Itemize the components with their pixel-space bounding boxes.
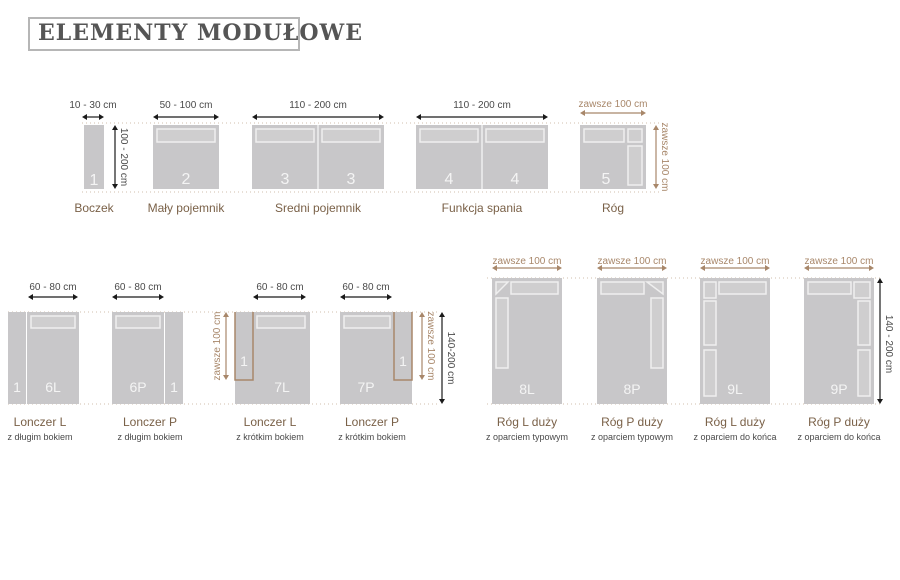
name-9p: Róg P duży [808,415,870,429]
page-title: ELEMENTY MODUŁOWE [38,20,364,46]
cushion-8l-top [510,281,559,295]
name-funkcja: Funkcja spania [442,201,523,215]
num-8l: 8L [519,381,535,397]
dim-sredni: 110 - 200 cm [289,100,347,111]
cushion-rog-top [583,128,625,143]
cushion-funkcja-l [419,128,479,143]
dim-boczek-height: 100 - 200 cm [118,128,129,186]
cushion-8p-side [650,297,664,369]
sub-8l: z oparciem typowym [486,432,568,442]
cushion-maly [156,128,216,143]
cushion-funkcja-r [485,128,545,143]
piece-7p-side-outline [393,312,413,381]
sub-9l: z oparciem do końca [693,432,776,442]
cushion-sredni-l [255,128,315,143]
name-6p: Lonczer P [123,415,177,429]
cushion-8l-side [495,297,509,369]
name-7p: Lonczer P [345,415,399,429]
num-5: 5 [602,171,611,188]
piece-7l-side-outline [234,312,254,381]
num-1: 1 [90,172,99,189]
name-8l: Róg L duży [497,415,557,429]
num-7p-side: 1 [399,353,407,369]
cushion-8l-corner [495,281,510,296]
num-3a: 3 [281,171,290,188]
cushion-9l-corner [703,281,717,299]
dim-7l: 60 - 80 cm [256,282,303,293]
cushion-8p-corner [644,281,664,296]
name-maly: Mały pojemnik [148,201,226,215]
sub-7l: z krótkim bokiem [236,432,304,442]
cushion-rog-corner [627,128,643,143]
sub-9p: z oparciem do końca [797,432,880,442]
num-9p: 9P [830,381,847,397]
num-6l: 6L [45,379,61,395]
sub-6l: z długim bokiem [7,432,72,442]
num-4b: 4 [511,171,520,188]
dim-boczek: 10 - 30 cm [69,100,116,111]
num-8p: 8P [623,381,640,397]
num-7l: 7L [274,379,290,395]
cushion-9p-side1 [857,300,871,346]
dim-8p: zawsze 100 cm [598,256,667,267]
sub-8p: z oparciem typowym [591,432,673,442]
dim-7p-total: 140-200 cm [445,332,456,385]
num-3b: 3 [347,171,356,188]
dim-rog-height: zawsze 100 cm [659,123,670,192]
name-rog: Róg [602,201,624,215]
dim-7l-height: zawsze 100 cm [212,312,223,381]
cushion-9p-corner [853,281,871,299]
name-6l: Lonczer L [14,415,67,429]
dim-6p: 60 - 80 cm [114,282,161,293]
dim-9p-height: 140 - 200 cm [883,315,894,373]
name-8p: Róg P duży [601,415,663,429]
title-frame [28,17,300,51]
cushion-6l [30,315,76,329]
cushion-rog-side [627,145,643,186]
num-4a: 4 [445,171,454,188]
dim-9l: zawsze 100 cm [701,256,770,267]
cushion-9p-top [807,281,852,295]
dim-6l: 60 - 80 cm [29,282,76,293]
name-9l: Róg L duży [705,415,765,429]
num-6p: 6P [129,379,146,395]
cushion-9p-side2 [857,349,871,397]
num-6p-side: 1 [170,379,178,395]
sub-6p: z długim bokiem [117,432,182,442]
cushion-sredni-r [321,128,381,143]
dim-maly: 50 - 100 cm [160,100,213,111]
cushion-7p [343,315,391,329]
num-7p: 7P [357,379,374,395]
dim-8l: zawsze 100 cm [493,256,562,267]
cushion-6p [115,315,161,329]
arrow-boczek-heads [82,114,104,120]
num-2: 2 [182,171,191,188]
cushion-7l [256,315,306,329]
cushion-9l-top [718,281,767,295]
num-7l-side: 1 [240,353,248,369]
piece-boczek [84,125,104,189]
dim-funkcja: 110 - 200 cm [453,100,511,111]
dim-7p-height: zawsze 100 cm [425,312,436,381]
piece-6l-side [8,312,26,404]
dim-9p: zawsze 100 cm [805,256,874,267]
num-6l-side: 1 [13,379,21,395]
name-7l: Lonczer L [244,415,297,429]
dim-7p: 60 - 80 cm [342,282,389,293]
dim-rog: zawsze 100 cm [579,99,648,110]
cushion-9l-side2 [703,349,717,397]
cushion-8p-top [600,281,645,295]
name-sredni: Sredni pojemnik [275,201,362,215]
num-9l: 9L [727,381,743,397]
cushion-9l-side1 [703,300,717,346]
sub-7p: z krótkim bokiem [338,432,406,442]
piece-6p-side [165,312,183,404]
arrow-6l-heads [28,294,78,300]
name-boczek: Boczek [74,201,114,215]
